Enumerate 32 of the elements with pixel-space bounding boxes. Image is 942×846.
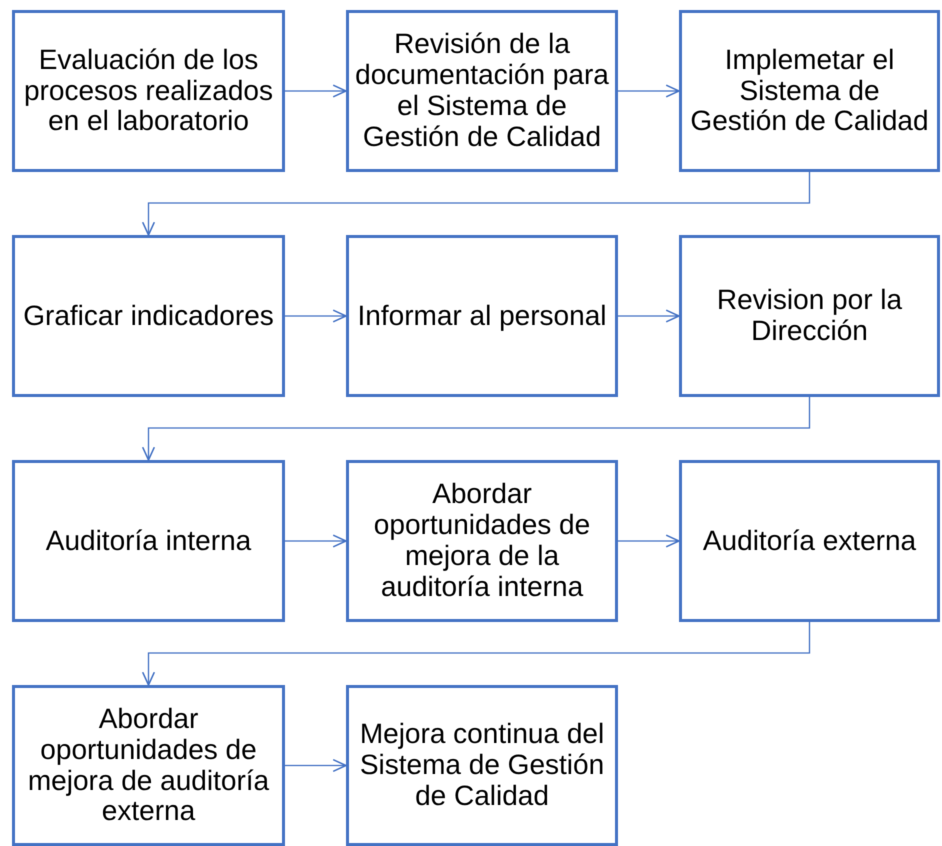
arrow xyxy=(285,84,347,98)
process-box xyxy=(12,460,285,622)
step-text: Evaluación de los procesos realizados en el laboratorio xyxy=(22,44,274,138)
step-text: Auditoría interna xyxy=(44,526,252,556)
step-text: Auditoría externa xyxy=(702,526,918,556)
process-box xyxy=(679,10,940,172)
process-box xyxy=(346,685,618,846)
step-text: Graficar indicadores xyxy=(22,300,275,332)
arrow xyxy=(285,309,347,323)
arrow xyxy=(142,622,810,686)
process-box xyxy=(12,235,285,397)
process-box xyxy=(346,10,618,172)
step-text: Mejora continua del Sistema de Gestión de Calidad xyxy=(358,719,606,812)
step-text: Revisión de la documentación para el Sistema de Gestión de Calidad xyxy=(354,29,610,153)
process-box xyxy=(12,10,285,172)
process-box xyxy=(679,235,940,397)
process-box xyxy=(679,460,940,622)
arrow xyxy=(618,534,680,548)
process-box xyxy=(346,460,618,622)
process-box xyxy=(12,685,285,846)
arrow xyxy=(618,309,680,323)
arrow xyxy=(142,172,810,236)
process-box xyxy=(346,235,618,397)
step-text: Informar al personal xyxy=(356,300,608,332)
arrow xyxy=(285,534,347,548)
step-text: Revision por la Dirección xyxy=(716,285,904,347)
arrow xyxy=(618,84,680,98)
arrow xyxy=(285,758,347,772)
step-text: Implemetar el Sistema de Gestión de Calidad xyxy=(689,44,930,138)
arrow xyxy=(142,397,810,461)
step-text: Abordar oportunidades de mejora de auditoría externa xyxy=(26,704,270,828)
step-text: Abordar oportunidades de mejora de la auditoría interna xyxy=(372,479,592,603)
